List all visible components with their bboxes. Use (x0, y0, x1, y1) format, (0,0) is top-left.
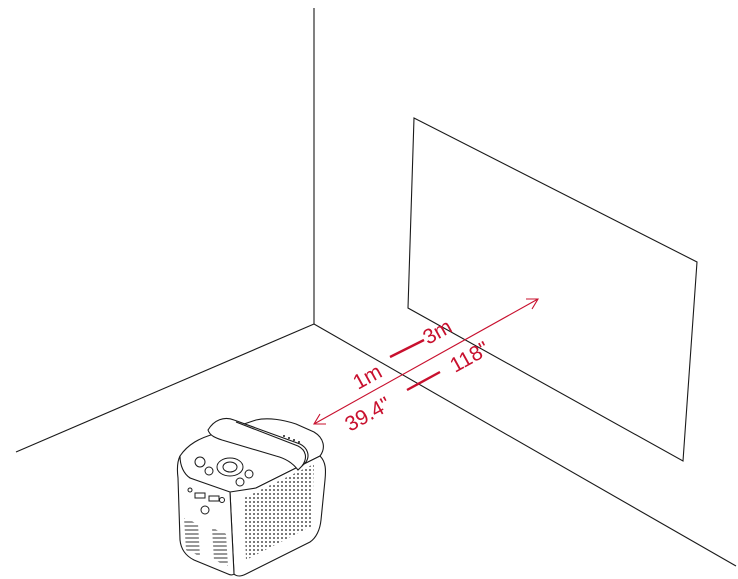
distance-arrow (313, 298, 539, 425)
power-button-icon (200, 505, 210, 515)
button-left-icon (194, 456, 206, 468)
hdmi-port (208, 495, 220, 502)
front-vent (184, 518, 200, 556)
floor-left-edge-line (15, 323, 315, 453)
usb-port (194, 492, 206, 499)
imperial-range-dash (406, 370, 441, 392)
battery-indicator-dots (283, 435, 300, 443)
button-lower-icon (235, 477, 245, 487)
projection-screen (407, 117, 698, 462)
handle-strap (235, 421, 307, 467)
label-min-metric: 1m (349, 360, 386, 394)
button-mid-icon (204, 466, 214, 476)
lens (222, 461, 238, 473)
button-right-icon (244, 469, 254, 479)
audio-jack (219, 497, 225, 503)
room-corner (15, 8, 737, 567)
metric-range-dash (389, 338, 425, 359)
speaker-grille (244, 464, 314, 560)
floor-right-edge-line (313, 323, 737, 567)
arrow-head-near (313, 413, 326, 425)
front-vent-right (212, 528, 228, 566)
led-indicator-icon (187, 487, 193, 493)
projector-controls (187, 456, 254, 515)
distance-arrow-line (313, 298, 539, 425)
arrow-head-far (526, 298, 539, 310)
label-min-imperial: 39.4" (341, 393, 394, 437)
